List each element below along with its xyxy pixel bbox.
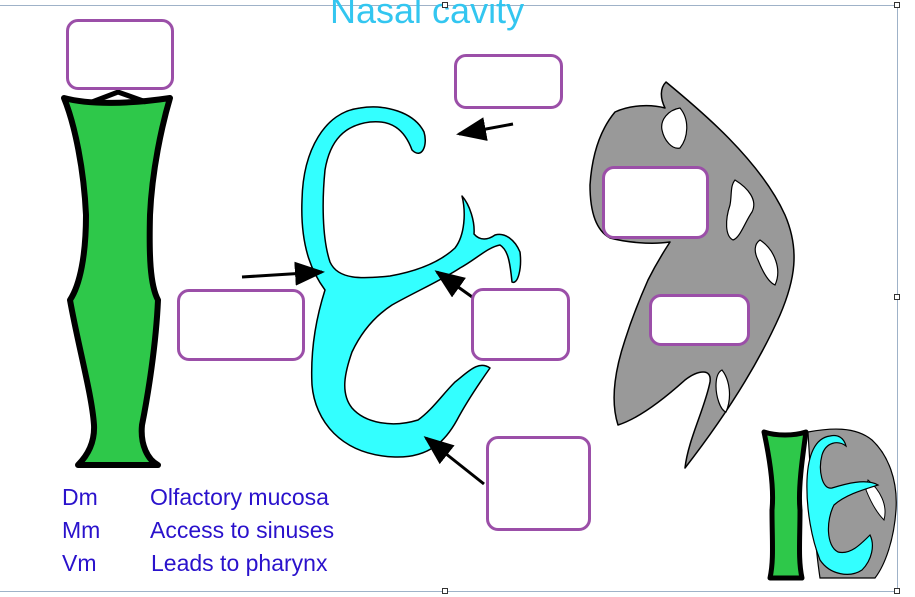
thumbnail-white-gap [865,479,886,521]
slide-frame-top [0,5,897,6]
green-tube-shape [61,95,173,468]
arrow-bottom [423,436,485,486]
label-box-top-left[interactable] [66,19,174,90]
gray-section-cleft-bottom [715,369,731,413]
thumbnail-cyan-shape [806,434,880,575]
resize-handle-bottom-right[interactable] [894,588,900,594]
green-tube-top-notch [91,89,147,105]
gray-section-cleft-lower [754,239,779,286]
arrow-top-right [456,117,514,141]
resize-handle-bottom[interactable] [442,588,448,594]
label-box-left[interactable] [177,289,305,361]
slide-frame-bottom [0,591,897,592]
legend-abbr: Mm [62,517,101,543]
gray-section-cleft-upper [661,107,688,149]
gray-section-shape [589,81,795,469]
label-box-gray-upper[interactable] [602,166,709,239]
thumbnail-composite [761,428,897,581]
label-box-bottom[interactable] [486,436,591,531]
legend-desc: Olfactory mucosa [150,484,329,510]
resize-handle-top[interactable] [442,2,448,8]
label-box-middle-right[interactable] [471,288,570,361]
label-box-gray-lower[interactable] [649,294,750,346]
legend-abbr: Vm [62,550,97,576]
legend-desc: Access to sinuses [150,517,335,543]
legend-desc: Leads to pharynx [151,550,328,576]
legend-abbr: Dm [62,484,98,510]
resize-handle-right[interactable] [894,294,900,300]
gray-section-cleft-middle [726,179,755,241]
thumbnail-green-tube [761,429,809,581]
resize-handle-top-right[interactable] [894,2,900,8]
label-box-top-center[interactable] [454,54,563,109]
arrow-middle [434,270,476,301]
arrow-left [241,261,325,286]
cyan-meatus-shape [301,106,522,458]
slide-title: Nasal cavity [330,0,525,31]
